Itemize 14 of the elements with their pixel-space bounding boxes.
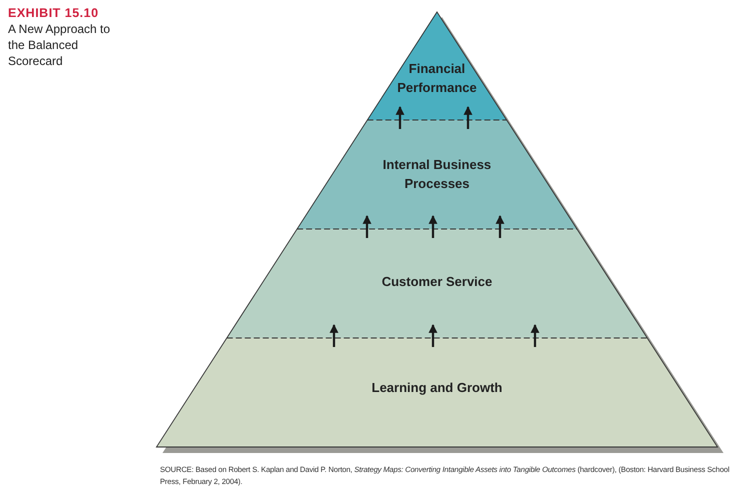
arrow xyxy=(362,215,372,238)
arrow xyxy=(464,106,472,129)
arrow xyxy=(428,215,438,238)
arrow xyxy=(530,324,540,347)
arrow xyxy=(496,215,504,238)
tier-label: Internal Business Processes xyxy=(382,156,492,193)
arrow xyxy=(396,106,404,129)
exhibit-title: A New Approach to the Balanced Scorecard xyxy=(8,21,112,69)
tier-label: Learning and Growth xyxy=(370,379,504,397)
arrow xyxy=(330,324,338,347)
tier-label: Customer Service xyxy=(380,273,494,291)
arrow xyxy=(428,324,438,347)
exhibit-number: EXHIBIT 15.10 xyxy=(8,6,99,20)
tier-label: Financial Performance xyxy=(396,60,478,97)
